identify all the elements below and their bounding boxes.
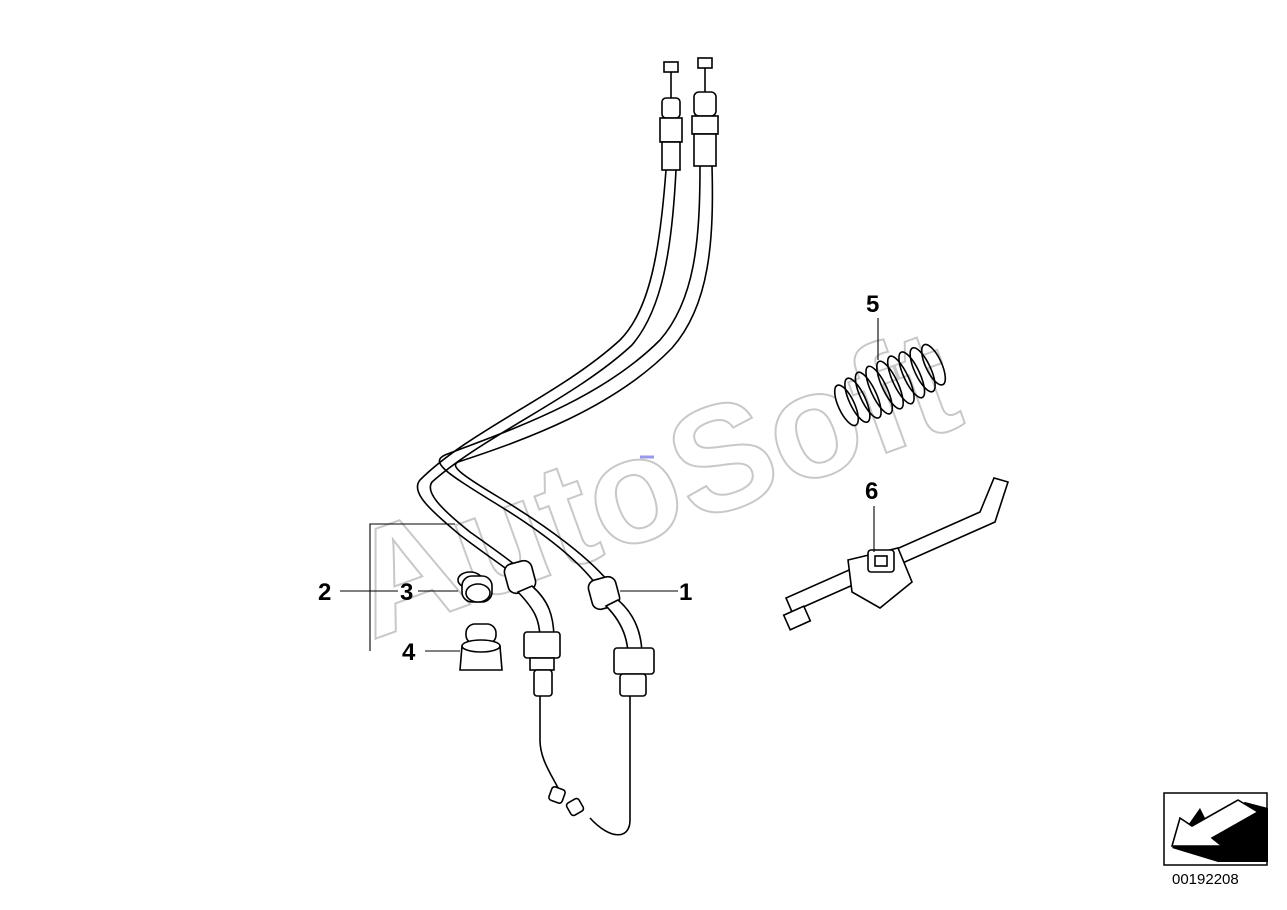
spring-part-5: [833, 343, 947, 427]
svg-text:AutoSoft: AutoSoft: [325, 296, 977, 670]
cable-run: [416, 165, 714, 591]
cable-lower-right: [565, 575, 655, 836]
leader-lines: [340, 318, 879, 652]
nav-icon-box[interactable]: [1163, 792, 1268, 866]
grommet-part-3: [457, 571, 493, 603]
callout-3: 3: [400, 579, 413, 606]
cable-lower-left: [503, 559, 566, 804]
part-number: 00192208: [1172, 871, 1239, 888]
callout-1: 1: [679, 579, 692, 606]
callout-6: 6: [865, 478, 878, 505]
cable-end-fitting-right: [691, 57, 719, 167]
arrow-down-left-icon: [1170, 799, 1268, 862]
cable-tie-part-6: [782, 477, 1010, 631]
watermark: AutoSoft: [324, 295, 978, 671]
grommet-part-4: [459, 623, 503, 671]
callout-4: 4: [402, 639, 416, 666]
callout-2: 2: [318, 579, 331, 606]
callout-labels: 1 2 3 4 5 6: [318, 291, 879, 666]
callout-5: 5: [866, 291, 879, 318]
cable-assembly: [416, 57, 719, 836]
cable-end-fitting-left: [659, 61, 683, 171]
